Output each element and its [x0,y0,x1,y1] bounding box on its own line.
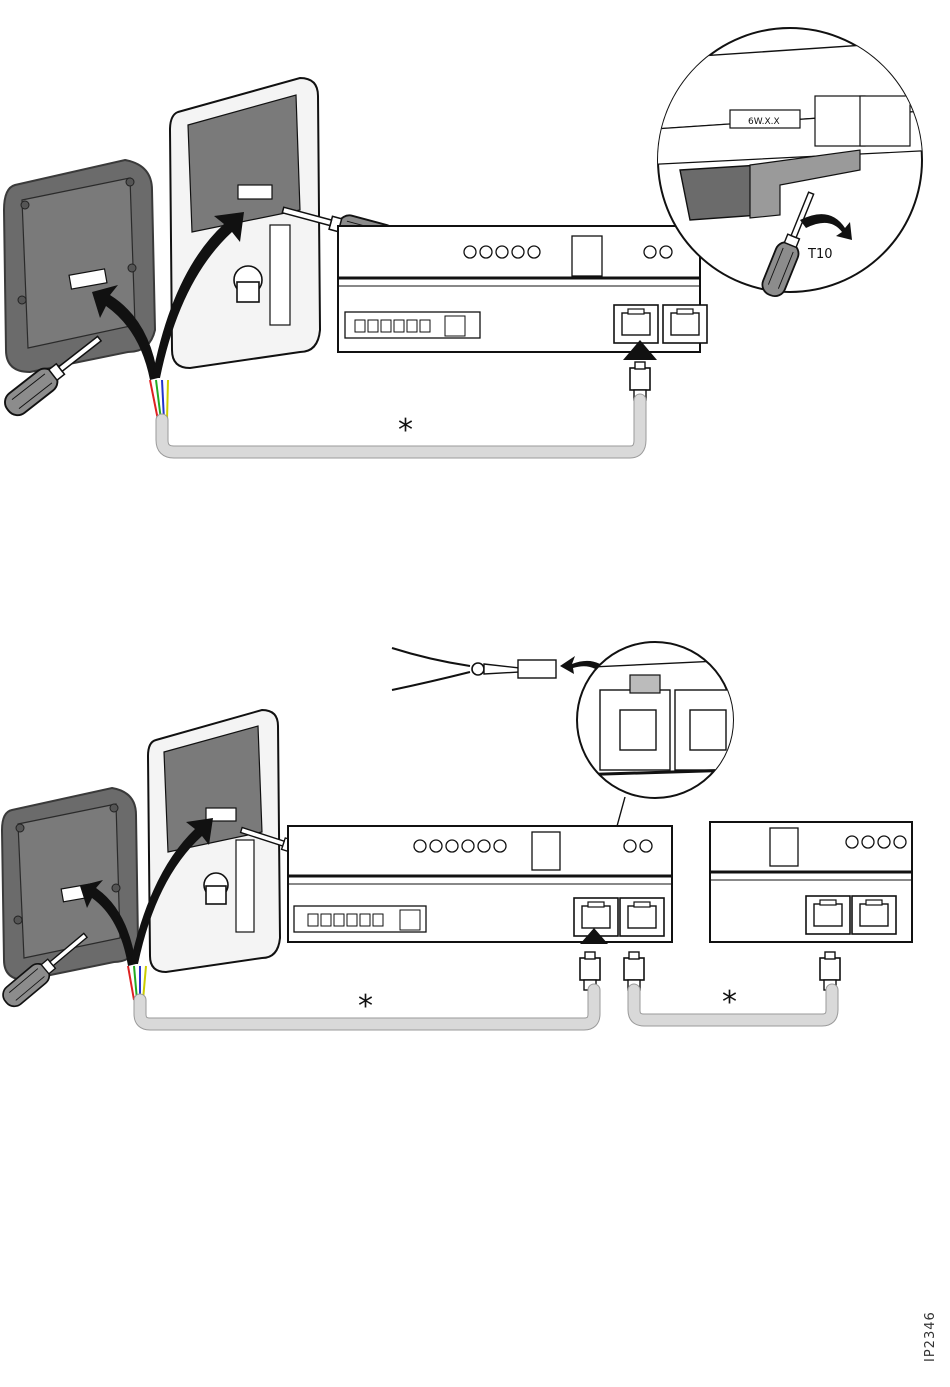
pliers-icon [392,648,556,690]
bottom-controller-board-1 [288,826,672,942]
top-cable-asterisk: * [398,413,413,448]
top-wire-bundle [150,380,168,420]
top-figure: * 6W.X.X T10 [0,28,940,452]
figure-code-label: IP2346 [915,1300,950,1370]
torx-bit-label: T10 [807,247,832,262]
bottom-controller-board-2 [710,822,912,942]
bottom-figure: * * [0,642,912,1024]
top-thermostat-housing [4,160,155,372]
bottom-cable-asterisk-2: * [722,985,737,1020]
bottom-cable-asterisk-1: * [358,989,373,1024]
top-controller-board [338,226,707,352]
board-version-label: 6W.X.X [748,117,780,127]
figure-code-text: IP2346 [923,1311,938,1362]
bottom-wall-backplate [148,710,280,972]
top-wall-backplate [170,78,320,368]
